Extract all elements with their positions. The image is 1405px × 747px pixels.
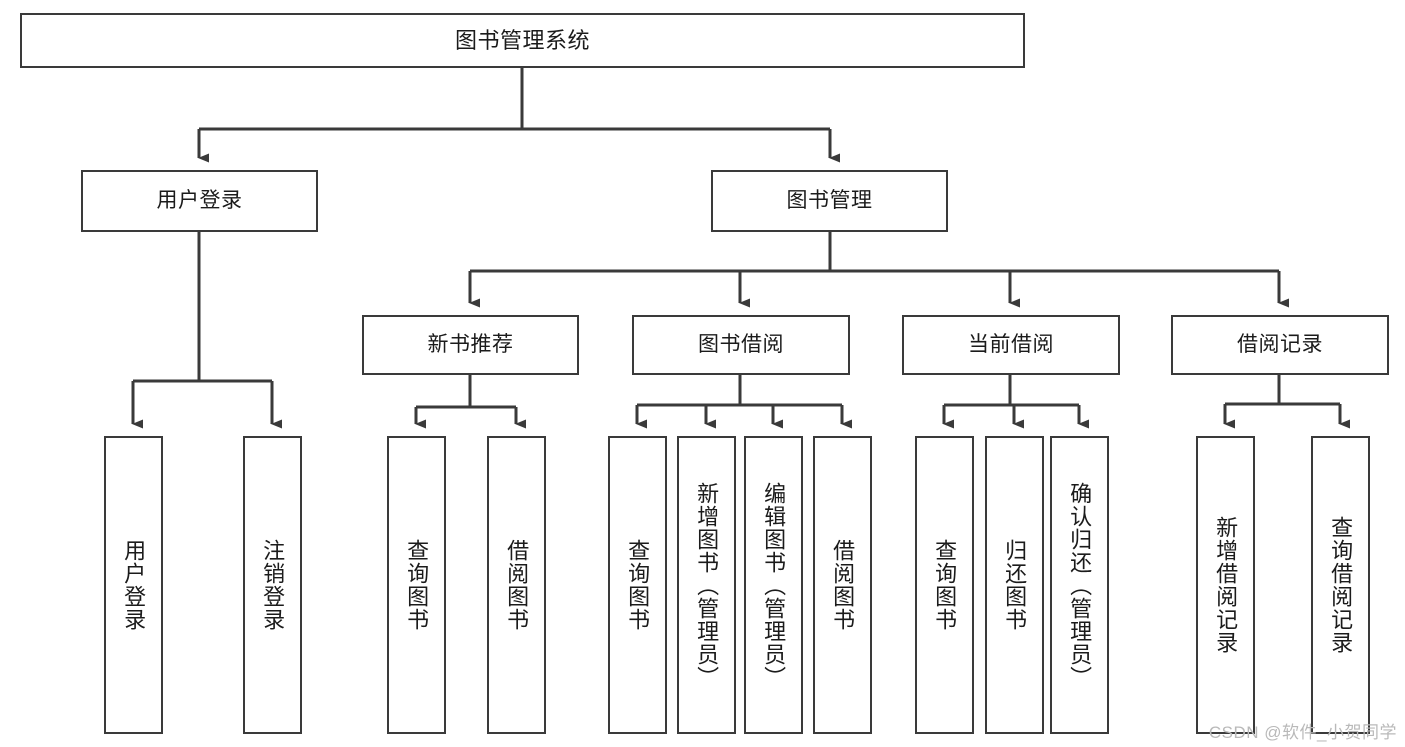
node-leaf-confirm-return[interactable]: 确认归还（管理员）: [1050, 436, 1109, 734]
node-leaf-edit-book[interactable]: 编辑图书（管理员）: [744, 436, 803, 734]
node-leaf-confirm-return-label: 确认归还（管理员）: [1067, 481, 1093, 689]
node-leaf-borrow-book-label: 借阅图书: [830, 539, 856, 631]
node-leaf-query-book-borrow-label: 查询图书: [625, 539, 651, 631]
node-borrow-record-label: 借阅记录: [1237, 332, 1323, 356]
node-book-borrow[interactable]: 图书借阅: [632, 315, 850, 375]
node-leaf-return-book[interactable]: 归还图书: [985, 436, 1044, 734]
node-leaf-query-book-current-label: 查询图书: [932, 539, 958, 631]
node-leaf-query-borrow-record-label: 查询借阅记录: [1328, 516, 1354, 654]
node-leaf-return-book-label: 归还图书: [1002, 539, 1028, 631]
node-book-manage[interactable]: 图书管理: [711, 170, 948, 232]
node-borrow-record[interactable]: 借阅记录: [1171, 315, 1389, 375]
node-leaf-user-login-label: 用户登录: [121, 539, 147, 631]
node-leaf-user-logout-label: 注销登录: [260, 539, 286, 631]
node-root-label: 图书管理系统: [454, 27, 590, 53]
node-current-borrow[interactable]: 当前借阅: [902, 315, 1120, 375]
node-current-borrow-label: 当前借阅: [968, 332, 1054, 356]
node-leaf-add-borrow-record[interactable]: 新增借阅记录: [1196, 436, 1255, 734]
node-new-book-recommend-label: 新书推荐: [427, 332, 514, 356]
node-leaf-query-book-current[interactable]: 查询图书: [915, 436, 974, 734]
node-leaf-query-borrow-record[interactable]: 查询借阅记录: [1311, 436, 1370, 734]
node-root[interactable]: 图书管理系统: [20, 13, 1025, 68]
node-leaf-borrow-book-recommend-label: 借阅图书: [504, 539, 530, 631]
node-leaf-borrow-book-recommend[interactable]: 借阅图书: [487, 436, 546, 734]
node-leaf-borrow-book[interactable]: 借阅图书: [813, 436, 872, 734]
node-user-login-label: 用户登录: [156, 188, 243, 212]
node-leaf-query-book-recommend-label: 查询图书: [404, 539, 430, 631]
node-leaf-add-book[interactable]: 新增图书（管理员）: [677, 436, 736, 734]
node-user-login[interactable]: 用户登录: [81, 170, 318, 232]
node-new-book-recommend[interactable]: 新书推荐: [362, 315, 579, 375]
node-leaf-query-book-recommend[interactable]: 查询图书: [387, 436, 446, 734]
node-leaf-user-login[interactable]: 用户登录: [104, 436, 163, 734]
node-leaf-user-logout[interactable]: 注销登录: [243, 436, 302, 734]
node-book-borrow-label: 图书借阅: [698, 332, 784, 356]
node-book-manage-label: 图书管理: [786, 188, 873, 212]
node-leaf-add-book-label: 新增图书（管理员）: [694, 481, 720, 689]
csdn-watermark: CSDN @软件_小贺同学: [1208, 723, 1397, 742]
node-leaf-add-borrow-record-label: 新增借阅记录: [1213, 516, 1239, 654]
node-leaf-query-book-borrow[interactable]: 查询图书: [608, 436, 667, 734]
node-leaf-edit-book-label: 编辑图书（管理员）: [761, 481, 787, 689]
